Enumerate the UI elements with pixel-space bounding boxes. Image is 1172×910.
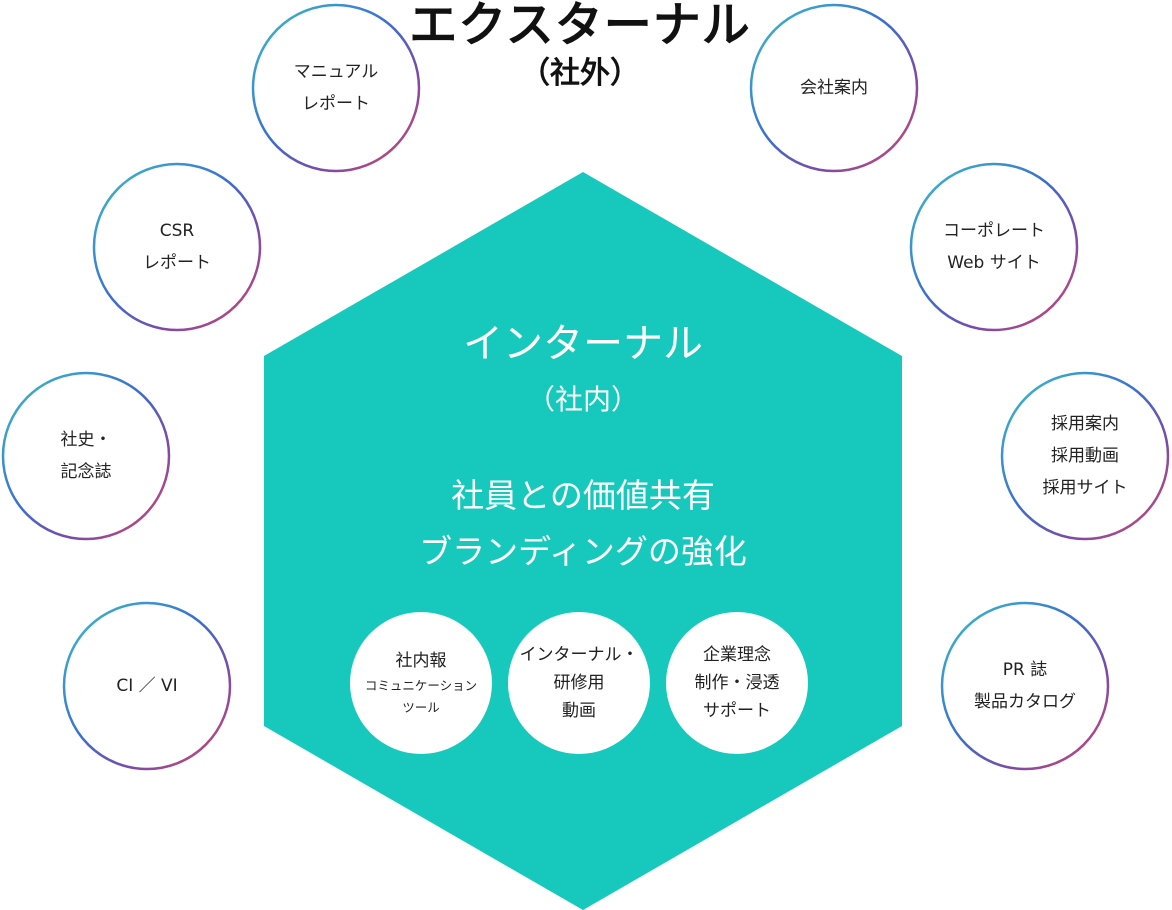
ext-ring-pr xyxy=(940,601,1110,771)
ext-item-company: 会社案内 xyxy=(751,5,917,171)
int-item-main: インターナル・ xyxy=(519,645,639,665)
ext-item-line: Web サイト xyxy=(947,253,1041,273)
int-item-main: 企業理念 xyxy=(703,645,771,665)
ext-item-line: 会社案内 xyxy=(800,78,868,98)
ext-item-civi: CI ／ VI xyxy=(64,603,230,769)
ext-ring-manual xyxy=(251,3,421,173)
ext-ring-company xyxy=(749,3,919,173)
ext-ring-web xyxy=(909,162,1079,332)
ext-item-line: 採用サイト xyxy=(1042,478,1128,498)
ext-item-line: レポート xyxy=(143,253,211,273)
int-item-line: サポート xyxy=(703,701,771,721)
int-item-small: ツール xyxy=(402,700,440,715)
internal-message-line: ブランディングの強化 xyxy=(419,532,747,571)
ext-item-pr: PR 誌 製品カタログ xyxy=(942,603,1108,769)
ext-item-line: コーポレート xyxy=(943,221,1045,241)
ext-ring-csr xyxy=(92,162,262,332)
ext-item-line: 社史・ xyxy=(60,430,112,450)
ext-item-line: 記念誌 xyxy=(60,462,112,482)
internal-title: インターナル xyxy=(463,321,703,367)
int-item-small: コミュニケーション xyxy=(364,678,478,693)
int-item-training: インターナル・ 研修用 動画 xyxy=(508,612,650,754)
ext-item-history: 社史・ 記念誌 xyxy=(3,373,169,539)
ext-item-line: 採用動画 xyxy=(1051,446,1119,466)
int-item-line: 動画 xyxy=(562,701,596,721)
ext-item-csr: CSR レポート xyxy=(94,164,260,330)
ext-ring-civi xyxy=(62,601,232,771)
ext-item-manual: マニュアル レポート xyxy=(253,5,419,171)
ext-item-line: レポート xyxy=(302,94,370,114)
internal-subtitle: （社内） xyxy=(526,383,639,416)
internal-message-line: 社員との価値共有 xyxy=(451,476,715,515)
ext-ring-history xyxy=(1,371,171,541)
ext-item-line: CI ／ VI xyxy=(116,676,178,696)
int-item-newsletter: 社内報 コミュニケーション ツール xyxy=(350,612,492,754)
external-subtitle: （社外） xyxy=(520,56,640,91)
ext-ring-recruit xyxy=(1000,371,1170,541)
ext-item-recruit: 採用案内 採用動画 採用サイト xyxy=(1002,373,1168,539)
int-item-philosophy: 企業理念 制作・浸透 サポート xyxy=(666,612,808,754)
int-item-line: 制作・浸透 xyxy=(694,673,780,693)
ext-item-line: マニュアル xyxy=(293,62,379,82)
ext-item-web: コーポレート Web サイト xyxy=(911,164,1077,330)
ext-item-line: 採用案内 xyxy=(1051,414,1119,434)
ext-item-line: 製品カタログ xyxy=(974,692,1076,712)
internal-message: 社員との価値共有 ブランディングの強化 xyxy=(333,468,833,580)
int-item-line: 研修用 xyxy=(553,673,605,693)
external-title: エクスターナル xyxy=(409,0,751,53)
ext-item-line: CSR xyxy=(159,221,195,241)
ext-item-line: PR 誌 xyxy=(1002,660,1048,680)
int-item-main: 社内報 xyxy=(395,651,447,671)
